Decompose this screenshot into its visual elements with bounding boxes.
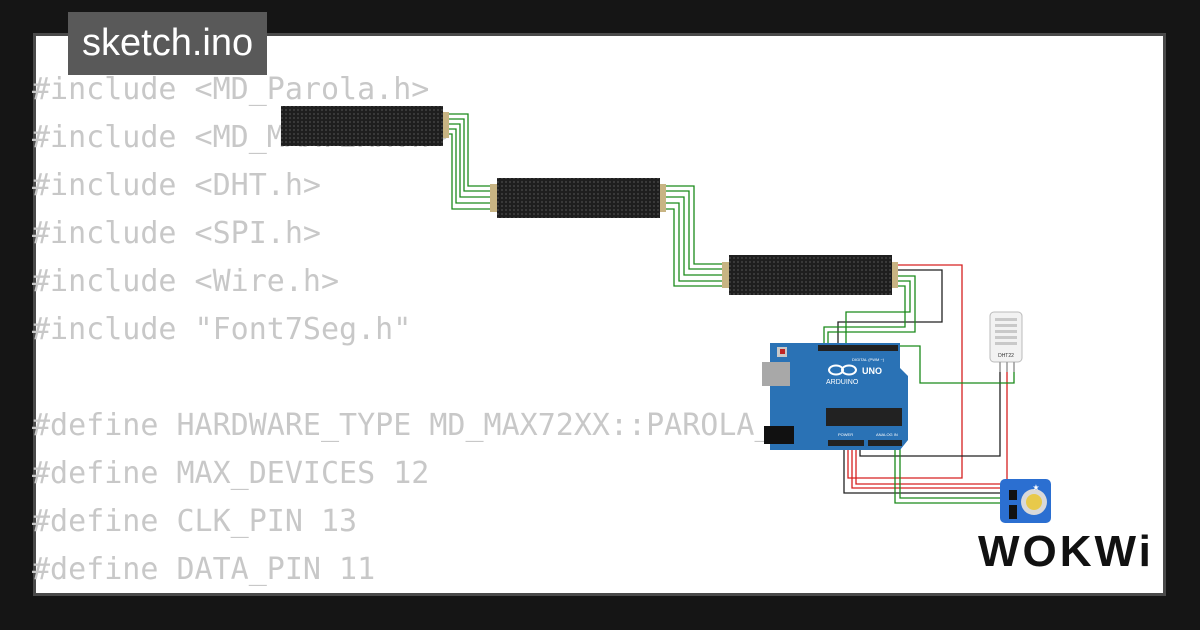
rtc-chip [1009,490,1017,500]
code-line: #include <SPI.h> [32,216,321,251]
code-background: #include <MD_Parola.h>#include <MD_MAX72… [32,66,809,594]
code-line: #include "Font7Seg.h" [32,312,412,347]
led-matrix-2[interactable] [497,178,660,218]
power-label: POWER [838,432,853,437]
file-tab[interactable]: sketch.ino [68,12,268,75]
wires-dht22 [855,345,1015,485]
power-jack [764,426,794,444]
analog-header [868,440,902,446]
wires-matrix2-matrix3 [666,185,722,287]
code-line: #define CLK_PIN 13 [32,504,358,539]
code-line: #include <DHT.h> [32,168,321,203]
atmega-chip [826,408,902,426]
dht22-sensor[interactable]: DHT22 [989,311,1023,372]
digital-label: DIGITAL (PWM ~) [852,357,885,362]
led-matrix-1[interactable] [281,106,443,146]
reset-button[interactable] [780,349,785,354]
wires-matrix1-matrix2 [449,113,490,210]
digital-header [818,345,898,351]
usb-port [762,362,790,386]
arduino-uno-board[interactable]: ARDUINO UNO DIGITAL (PWM ~) POWER ANALOG… [762,343,908,450]
code-line: #include <MD_Parola.h> [32,72,430,107]
code-line: #include <Wire.h> [32,264,340,299]
wokwi-logo: WOKWi [978,527,1154,576]
wires-matrix3-arduino [823,264,963,479]
led-matrix-3[interactable] [729,255,892,295]
code-line: #define DATA_PIN 11 [32,552,376,587]
code-line: #define HARDWARE_TYPE MD_MAX72XX::PAROLA… [32,408,809,443]
rtc-module[interactable]: ★ [1000,479,1051,523]
star-icon: ★ [1032,483,1039,492]
board-model: UNO [862,366,882,376]
sensor-label: DHT22 [998,353,1014,359]
wires-rtc [843,446,1000,504]
power-header [828,440,864,446]
code-line: #define MAX_DEVICES 12 [32,456,430,491]
preview-frame [33,33,1166,596]
board-brand: ARDUINO [826,379,859,386]
analog-label: ANALOG IN [876,432,898,437]
